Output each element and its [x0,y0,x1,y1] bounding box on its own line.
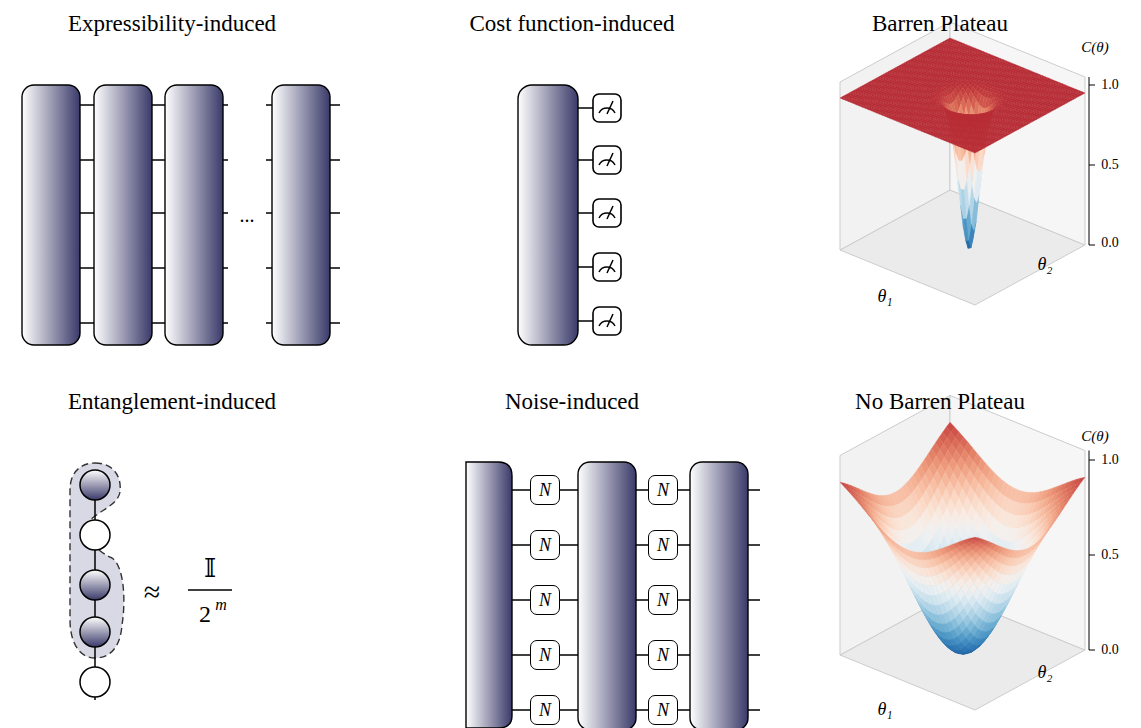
tick-mark [1089,245,1095,246]
measurement-symbols [593,94,621,335]
subsystem-region [70,463,124,658]
tick-mark [1089,165,1095,166]
ansatz-layers [22,85,330,345]
ellipsis-gap [228,85,266,345]
wall-pane [950,22,1085,245]
z-axis [1089,77,1090,245]
barren-plateau-surface [840,22,1095,305]
qubit-circles [80,470,110,697]
measurement-wires [578,108,593,321]
fraction-bar [188,589,232,591]
tick-mark [1089,85,1095,86]
wall-pane [840,22,950,250]
noisy-layers [466,462,748,728]
cost-landscapes [840,22,1095,710]
unitary-block [518,85,578,345]
